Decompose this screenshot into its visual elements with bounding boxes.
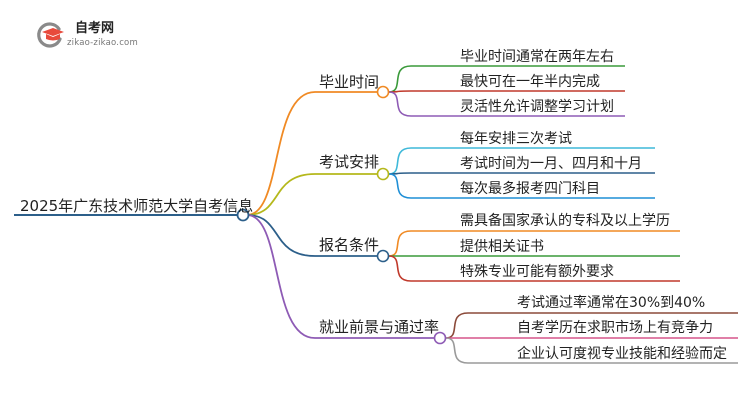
leaf-connector xyxy=(388,173,412,199)
leaf-label: 提供相关证书 xyxy=(460,239,544,255)
leaf-label: 企业认可度视专业技能和经验而定 xyxy=(517,346,727,362)
leaf-connector xyxy=(388,255,412,282)
leaf-label: 灵活性允许调整学习计划 xyxy=(460,99,614,115)
branch-connector xyxy=(246,214,316,339)
leaf-label: 每年安排三次考试 xyxy=(460,131,572,147)
branch-connector xyxy=(246,91,316,216)
branch-node xyxy=(433,331,447,345)
leaf-label: 考试通过率通常在30%到40% xyxy=(517,295,706,311)
branch-node xyxy=(376,85,390,99)
branch-label-career: 就业前景与通过率 xyxy=(319,318,440,336)
leaf-label: 特殊专业可能有额外要求 xyxy=(460,264,614,280)
leaf-connector xyxy=(388,147,412,175)
leaf-connector xyxy=(445,312,469,339)
root-node xyxy=(236,208,250,222)
leaf-label: 需具备国家承认的专科及以上学历 xyxy=(460,213,670,229)
leaf-label: 自考学历在求职市场上有竞争力 xyxy=(517,320,713,336)
graduation-cap-icon xyxy=(37,22,64,48)
leaf-connector xyxy=(388,230,412,257)
branch-connector xyxy=(246,214,316,257)
leaf-connector xyxy=(445,337,469,364)
branch-label-enrollment: 报名条件 xyxy=(319,236,380,254)
leaf-connector xyxy=(388,91,412,117)
branch-node xyxy=(376,249,390,263)
leaf-label: 毕业时间通常在两年左右 xyxy=(460,49,614,65)
leaf-label: 最快可在一年半内完成 xyxy=(460,74,600,90)
logo-subtitle: zikao-zikao.com xyxy=(67,38,138,48)
leaf-connector xyxy=(388,65,412,93)
branch-connector xyxy=(246,173,316,216)
site-logo[interactable]: 自考网 zikao-zikao.com xyxy=(34,20,154,50)
branch-node xyxy=(376,167,390,181)
branch-label-graduation: 毕业时间 xyxy=(319,73,380,91)
leaf-label: 考试时间为一月、四月和十月 xyxy=(460,156,642,172)
logo-title: 自考网 xyxy=(75,21,115,36)
leaf-label: 每次最多报考四门科目 xyxy=(460,181,600,197)
branch-label-exam-schedule: 考试安排 xyxy=(319,153,380,171)
root-topic: 2025年广东技术师范大学自考信息 xyxy=(20,197,254,215)
